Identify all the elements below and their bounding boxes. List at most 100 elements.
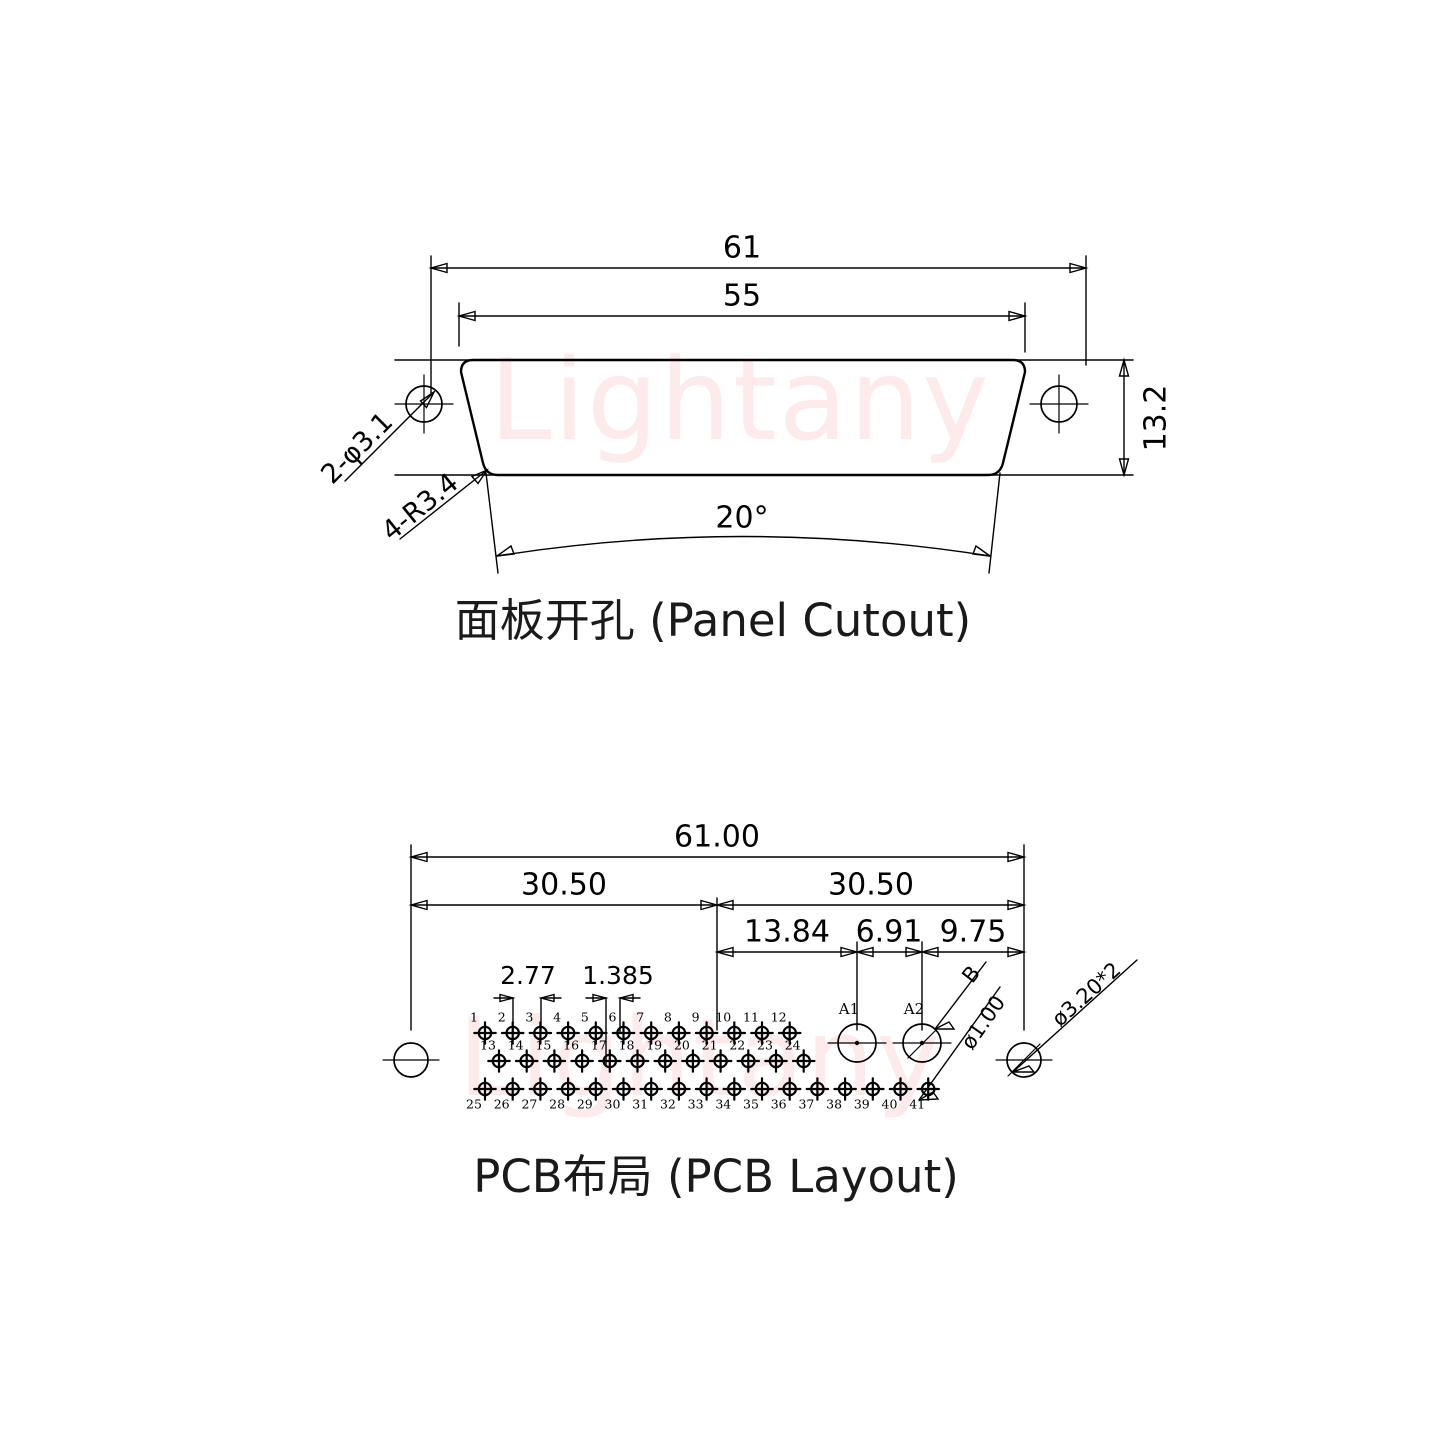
arrow-277-in-left [499,993,516,1003]
arrow-55-left [456,310,476,322]
leader-phi100 [918,986,1001,1101]
pin-number: 28 [549,1097,565,1112]
pin-number: 23 [757,1038,773,1053]
watermark-panel: Lightany [489,336,990,466]
dim-label-277: 2.77 [500,961,556,990]
pin-number: 6 [609,1010,617,1025]
pin-number: 33 [688,1097,704,1112]
callout-mounting-holes: 2-φ3.1 [315,406,399,490]
arrow-61-left [428,262,448,274]
arrow-6100-left [408,851,428,863]
pin-number: 15 [535,1038,551,1053]
pin-number: 41 [909,1097,925,1112]
arrow-975-left [919,946,939,958]
pin-number: 37 [798,1097,814,1112]
pin-number: 12 [771,1010,787,1025]
callout-mount-hole-dia: ø3.20*2 [1047,957,1125,1031]
dim-label-3050-left: 30.50 [521,868,607,903]
dim-label-1384: 13.84 [744,915,830,950]
A2-center-dot [919,1040,925,1046]
arrow-r34 [470,468,489,485]
arrow-phi31 [419,389,436,409]
pcb-layout-drawing: 61.00 30.50 30.50 13.84 6.91 [382,820,1138,1203]
leader-phi31 [344,391,435,482]
pin-number: 38 [826,1097,842,1112]
pin-number: 18 [619,1038,635,1053]
arrow-phi320 [1012,1065,1036,1073]
leader-r34 [399,469,488,540]
callout-pin-hole-dia: ø1.00 [956,991,1010,1054]
pin-number: 16 [563,1038,579,1053]
pin-number: 19 [646,1038,662,1053]
dim-label-6100: 61.00 [674,820,760,855]
pcb-layout-caption: PCB布局 (PCB Layout) [473,1150,959,1203]
A1-center-dot [854,1040,860,1046]
dim-label-angle: 20° [715,501,768,536]
arrow-angle-left [496,544,515,557]
pin-number: 39 [854,1097,870,1112]
arrow-6100-right [1007,851,1027,863]
pin-number: 5 [581,1010,589,1025]
arrow-277-in-right [538,993,555,1003]
callout-power-hole-B: B [957,961,985,987]
pin-number: 13 [480,1038,496,1053]
pin-number: 14 [508,1038,524,1053]
pin-number: 29 [577,1097,593,1112]
arrow-975-right [1007,946,1027,958]
pin-number: 22 [729,1038,745,1053]
pin-number: 35 [743,1097,759,1112]
pin-number: 36 [771,1097,787,1112]
pin-number: 31 [632,1097,648,1112]
pin-number: 30 [605,1097,621,1112]
pcb-mount-right-diag [1007,1043,1041,1077]
arrow-1385-in-right [617,993,634,1003]
arrow-55-right [1008,310,1028,322]
pin-number: 27 [521,1097,537,1112]
leader-B [934,961,987,1030]
panel-cutout-caption: 面板开孔 (Panel Cutout) [455,594,971,647]
pin-number: 34 [715,1097,731,1112]
pin-number: 3 [525,1010,533,1025]
pin-number: 26 [494,1097,510,1112]
arrow-1385-in-left [592,993,609,1003]
arrow-132-bottom [1118,458,1130,478]
pin-number: 1 [470,1010,478,1025]
arrow-132-top [1118,357,1130,377]
pin-number: 7 [636,1010,644,1025]
angle-ext-left [485,472,499,574]
arrow-phi100 [918,1091,940,1101]
arrow-3050R-right [1007,899,1027,911]
dim-label-3050-right: 30.50 [828,868,914,903]
pin-number: 24 [785,1038,801,1053]
dim-label-975: 9.75 [940,915,1007,950]
pin-number: 4 [553,1010,561,1025]
angle-arc [496,535,991,557]
dim-label-61: 61 [723,231,761,266]
pin-number: 32 [660,1097,676,1112]
arrow-angle-right [972,544,991,557]
dim-label-55: 55 [723,279,761,314]
pin-number: 20 [674,1038,690,1053]
arrow-1384-left [714,946,734,958]
pin-number: 9 [692,1010,700,1025]
pin-label-A1: A1 [838,1000,859,1018]
pin-label-A2: A2 [903,1000,924,1018]
arrow-B [934,1021,956,1030]
arrow-3050L-right [700,899,720,911]
leader-phi320 [1012,959,1138,1073]
callout-corner-radius: 4-R3.4 [376,467,464,547]
pin-number: 11 [743,1010,759,1025]
pin-number: 10 [715,1010,731,1025]
dim-label-132: 13.2 [1139,385,1174,452]
pin-number: 2 [498,1010,506,1025]
angle-ext-right [988,472,1001,574]
dim-label-691: 6.91 [856,915,923,950]
arrow-691-left [854,946,874,958]
arrow-3050L-left [408,899,428,911]
pin-number: 17 [591,1038,607,1053]
